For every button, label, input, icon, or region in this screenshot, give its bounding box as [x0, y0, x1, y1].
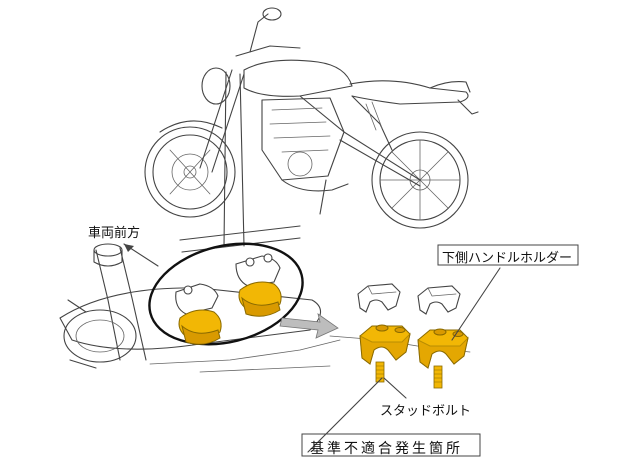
site-leader-line [307, 377, 383, 453]
holder-leader-line [451, 267, 501, 341]
installed-holders [175, 253, 282, 345]
vehicle-front-label: 車両前方 [88, 226, 141, 241]
handlebar-closeup [59, 225, 471, 373]
zoom-pointer [223, 71, 245, 247]
holder-label-box [437, 244, 579, 266]
gray-arrow [279, 313, 339, 339]
highlight-ellipse [148, 242, 304, 346]
lower-handle-holder-label: 下側ハンドルホルダー [442, 251, 573, 266]
nonconforming-location-label: 基準不適合発生箇所 [310, 441, 463, 457]
lower-holders-exploded [359, 324, 469, 389]
site-label-box [301, 433, 481, 457]
stud-bolt-label: スタッドボルト [380, 404, 472, 419]
motorcycle-illustration [144, 7, 479, 229]
bolt-leader-line [383, 377, 407, 399]
front-arrow-head [124, 244, 134, 252]
upper-caps-exploded [357, 283, 461, 315]
